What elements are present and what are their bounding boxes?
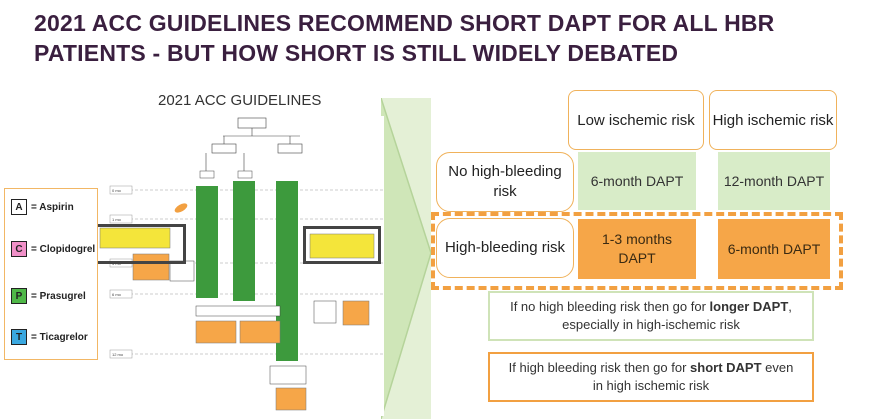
note-no-hbr: If no high bleeding risk then go for lon… <box>488 291 814 341</box>
legend-item-prasugrel: P = Prasugrel <box>11 288 86 304</box>
slide-title-line2: PATIENTS - BUT HOW SHORT IS STILL WIDELY… <box>34 40 679 66</box>
row-label-no-hbr: No high-bleeding risk <box>436 152 574 212</box>
legend-label: = Prasugrel <box>31 290 86 302</box>
svg-text:1 mo: 1 mo <box>112 217 122 222</box>
legend-item-clopidogrel: C = Clopidogrel <box>11 241 95 257</box>
svg-text:0 mo: 0 mo <box>112 188 122 193</box>
legend-swatch-p: P <box>11 288 27 304</box>
chevron-right-icon <box>381 98 431 419</box>
svg-text:12 mo: 12 mo <box>112 352 124 357</box>
slide-title: 2021 ACC GUIDELINES RECOMMEND SHORT DAPT… <box>34 8 854 68</box>
legend-label: = Clopidogrel <box>31 243 96 255</box>
guideline-flowchart: 0 mo 1 mo 3 mo 6 mo 12 mo <box>88 116 384 416</box>
svg-text:6 mo: 6 mo <box>112 292 122 297</box>
legend-item-aspirin: A = Aspirin <box>11 199 74 215</box>
cell-hbr-low: 1-3 months DAPT <box>578 219 696 279</box>
legend-label: = Aspirin <box>31 201 74 213</box>
legend-item-ticagrelor: T = Ticagrelor <box>11 329 88 345</box>
legend-label: = Ticagrelor <box>31 331 88 343</box>
drug-legend: A = Aspirin C = Clopidogrel P = Prasugre… <box>4 188 98 360</box>
hbr-row-highlight <box>431 212 843 290</box>
header-high-ischemic: High ischemic risk <box>709 90 837 150</box>
cell-hbr-high: 6-month DAPT <box>718 219 830 279</box>
legend-swatch-c: C <box>11 241 27 257</box>
row-label-hbr: High-bleeding risk <box>436 218 574 278</box>
legend-swatch-a: A <box>11 199 27 215</box>
legend-swatch-t: T <box>11 329 27 345</box>
slide-title-line1: 2021 ACC GUIDELINES RECOMMEND SHORT DAPT… <box>34 10 775 36</box>
note-hbr: If high bleeding risk then go for short … <box>488 352 814 402</box>
header-low-ischemic: Low ischemic risk <box>568 90 704 150</box>
highlight-box-right <box>303 226 381 264</box>
cell-no-hbr-high: 12-month DAPT <box>718 152 830 210</box>
cell-no-hbr-low: 6-month DAPT <box>578 152 696 210</box>
figure-title: 2021 ACC GUIDELINES <box>158 92 322 109</box>
highlight-box-left <box>92 224 186 264</box>
